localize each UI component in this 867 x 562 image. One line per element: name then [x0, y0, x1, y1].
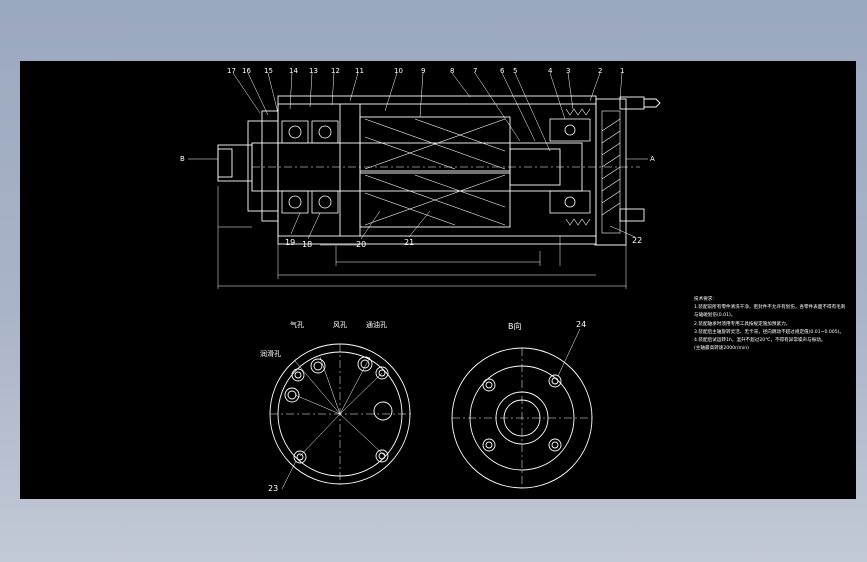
callout-10: 10	[394, 67, 403, 75]
callout-17: 17	[227, 67, 236, 75]
callout-1: 1	[620, 67, 624, 75]
label-air: 风孔	[333, 321, 347, 329]
notes-line-4: 3.装配后主轴旋转灵活、无卡滞，径向跳动不超过规定值(0.01~0.005)。	[694, 329, 845, 335]
notes-line-5: 4.装配后试运转1h，温升不超过20℃，不得有异常噪声与振动。	[694, 338, 826, 344]
view-arrows: B A	[180, 155, 655, 163]
callout-18: 18	[302, 240, 312, 249]
section-view	[188, 72, 661, 289]
notes-line-2: 与磕碰划伤(0.01)。	[694, 313, 736, 319]
b-view-labels: B向 24	[508, 320, 586, 331]
left-view-labels: 气孔 风孔 通油孔 润滑孔 23	[260, 320, 387, 493]
callout-2: 2	[598, 67, 602, 75]
callouts-bottom: 19 18 20 21 22	[285, 236, 642, 249]
cad-drawing: 17 16 15 14 13 12 11 10 9 8 7 6 5 4 3 2 …	[180, 67, 661, 493]
technical-notes: 技术要求: 1.装配前所有零件清洗干净，密封件不允许有划伤，各零件表面不得有毛刺…	[694, 296, 854, 353]
left-end-view	[269, 343, 412, 490]
callout-20: 20	[356, 240, 366, 249]
part-24: 24	[576, 320, 586, 329]
label-oil-in: 通油孔	[366, 320, 387, 329]
callout-7: 7	[473, 67, 477, 75]
callout-9: 9	[421, 67, 425, 75]
b-arrow-label: B	[180, 155, 185, 163]
notes-title: 技术要求:	[694, 297, 714, 302]
callout-22: 22	[632, 236, 642, 245]
notes-line-3: 2.装配轴承时须用专用工具按规定施加预紧力。	[694, 321, 791, 327]
notes-line-1: 1.装配前所有零件清洗干净，密封件不允许有划伤，各零件表面不得有毛刺	[694, 305, 846, 311]
drawing-canvas: 17 16 15 14 13 12 11 10 9 8 7 6 5 4 3 2 …	[20, 61, 856, 499]
callout-15: 15	[264, 67, 273, 75]
callout-14: 14	[289, 67, 298, 75]
part-23: 23	[268, 484, 278, 493]
label-gas: 气孔	[290, 320, 304, 329]
callout-13: 13	[309, 67, 318, 75]
callout-5: 5	[513, 67, 517, 75]
b-view	[451, 328, 593, 489]
callout-6: 6	[500, 67, 505, 75]
b-view-title: B向	[508, 321, 522, 331]
a-arrow-label: A	[650, 155, 655, 163]
callout-12: 12	[331, 67, 340, 75]
callout-21: 21	[404, 238, 414, 247]
callout-3: 3	[566, 67, 570, 75]
callout-19: 19	[285, 238, 295, 247]
label-cool: 润滑孔	[260, 349, 281, 358]
callout-11: 11	[355, 67, 364, 75]
notes-line-6: (主轴最高转速2000r/min)	[694, 346, 749, 352]
callout-16: 16	[242, 67, 251, 75]
callouts-top: 17 16 15 14 13 12 11 10 9 8 7 6 5 4 3 2 …	[227, 67, 624, 75]
callout-8: 8	[450, 67, 454, 75]
callout-4: 4	[548, 67, 553, 75]
